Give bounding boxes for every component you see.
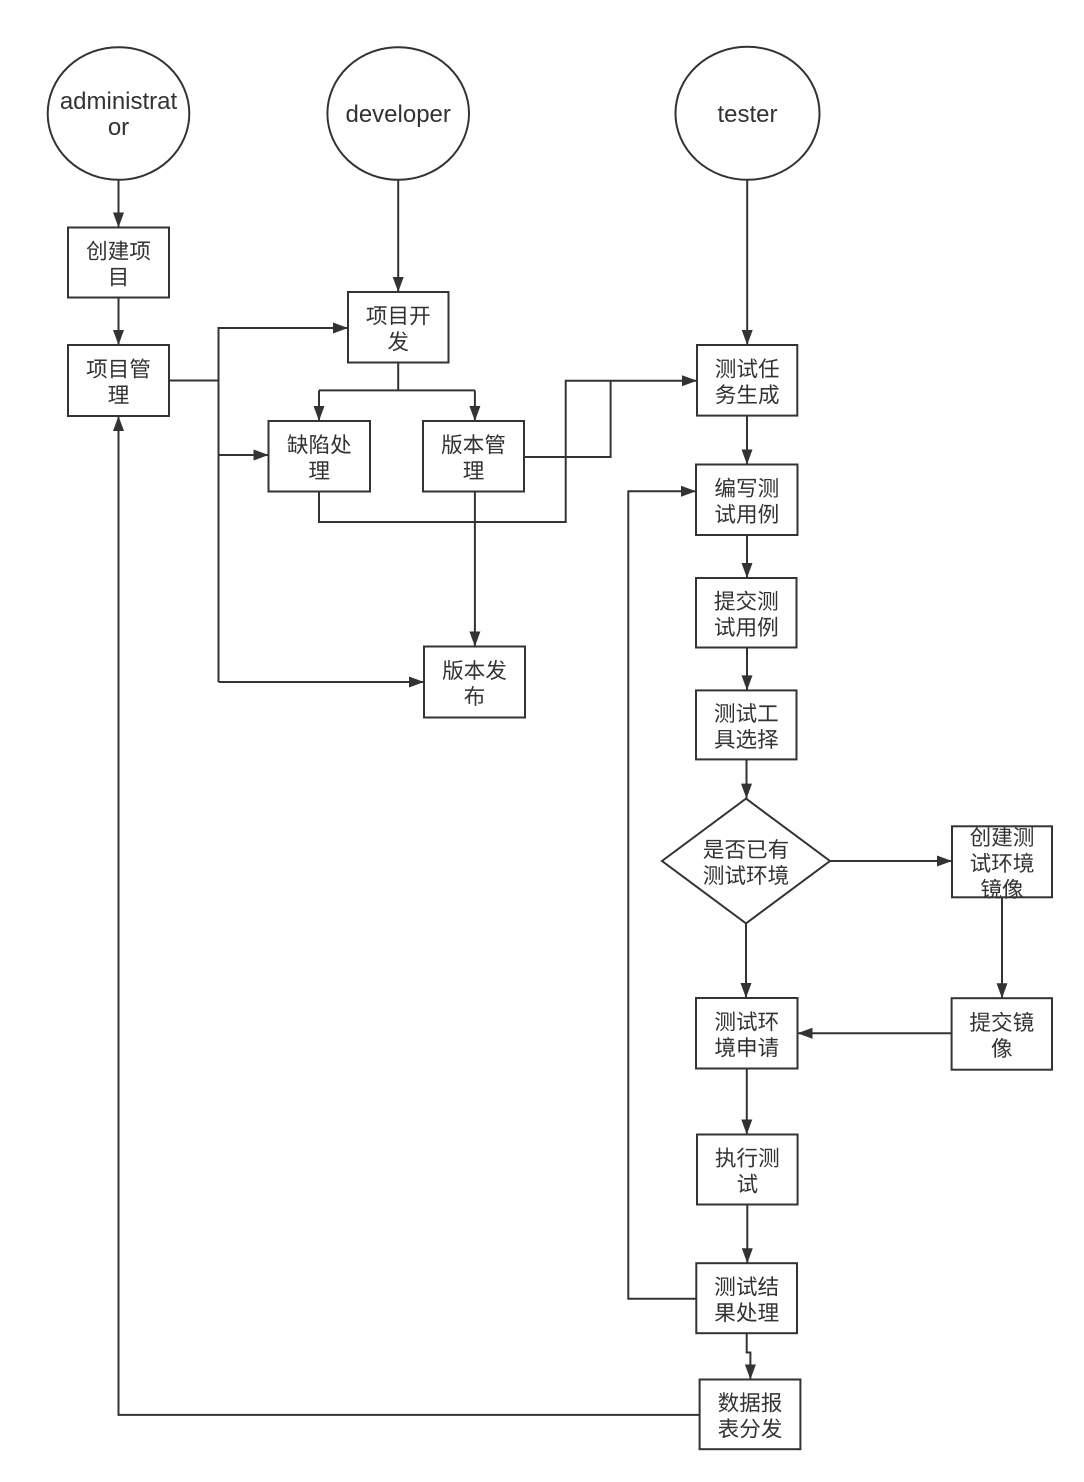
svg-text:tester: tester <box>717 101 777 128</box>
svg-text:or: or <box>108 114 129 141</box>
svg-text:administrat: administrat <box>60 88 178 115</box>
svg-text:developer: developer <box>345 101 450 128</box>
